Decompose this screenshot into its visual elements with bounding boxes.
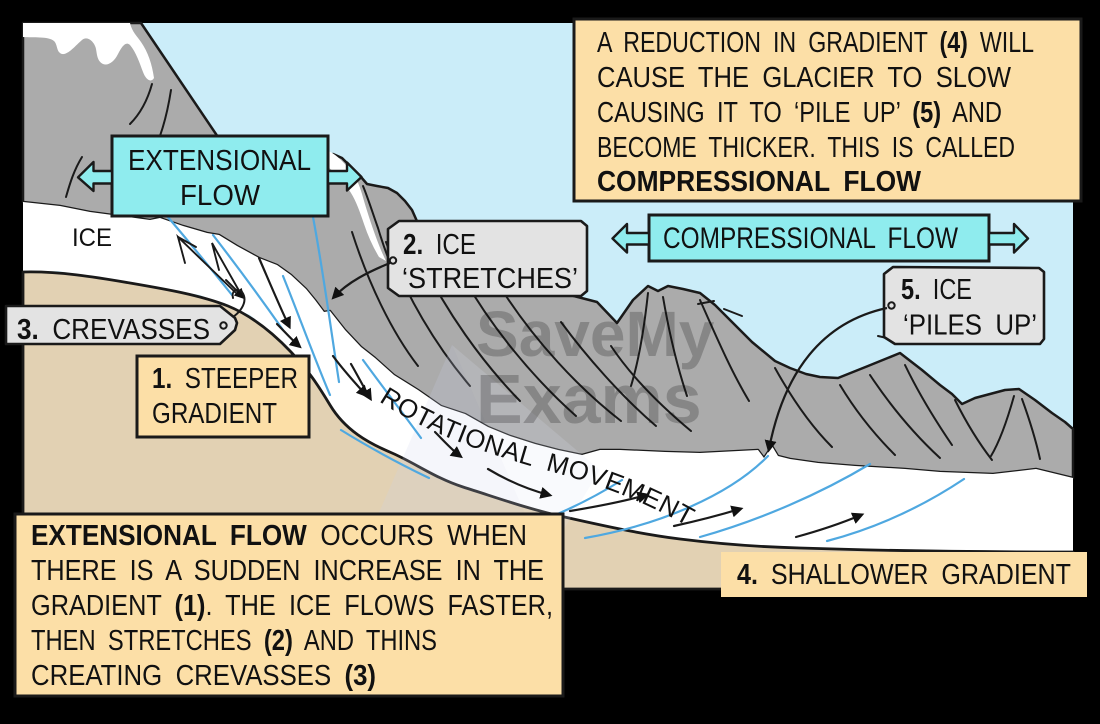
svg-text:EXTENSIONAL FLOW OCCURS WHEN: EXTENSIONAL FLOW OCCURS WHEN: [31, 520, 527, 552]
svg-text:THEN STRETCHES (2) AND THINS: THEN STRETCHES (2) AND THINS: [31, 625, 437, 657]
svg-text:‘PILES UP’: ‘PILES UP’: [903, 310, 1037, 342]
svg-text:1. STEEPER: 1. STEEPER: [152, 363, 298, 395]
svg-text:GRADIENT (1). THE ICE FLOWS FA: GRADIENT (1). THE ICE FLOWS FASTER,: [31, 590, 553, 622]
svg-text:CAUSE THE GLACIER TO SLOW: CAUSE THE GLACIER TO SLOW: [597, 62, 1012, 94]
svg-text:CREATING CREVASSES (3): CREATING CREVASSES (3): [31, 660, 376, 692]
svg-text:Exams: Exams: [476, 360, 702, 438]
svg-text:2. ICE: 2. ICE: [403, 229, 476, 261]
svg-text:‘STRETCHES’: ‘STRETCHES’: [402, 263, 578, 295]
svg-text:A REDUCTION IN GRADIENT (4) WI: A REDUCTION IN GRADIENT (4) WILL: [597, 27, 1034, 59]
svg-text:EXTENSIONAL: EXTENSIONAL: [128, 145, 311, 177]
svg-text:ICE: ICE: [72, 224, 112, 252]
svg-text:4. SHALLOWER GRADIENT: 4. SHALLOWER GRADIENT: [737, 559, 1071, 591]
svg-text:THERE IS A SUDDEN INCREASE IN: THERE IS A SUDDEN INCREASE IN THE: [31, 555, 544, 587]
svg-text:FLOW: FLOW: [180, 180, 261, 212]
svg-text:COMPRESSIONAL FLOW: COMPRESSIONAL FLOW: [663, 222, 959, 255]
svg-text:BECOME THICKER. THIS IS CALLED: BECOME THICKER. THIS IS CALLED: [597, 132, 1015, 164]
svg-text:GRADIENT: GRADIENT: [152, 398, 277, 430]
svg-text:COMPRESSIONAL FLOW: COMPRESSIONAL FLOW: [597, 166, 922, 198]
svg-text:CAUSING IT TO ‘PILE UP’ (5) AN: CAUSING IT TO ‘PILE UP’ (5) AND: [597, 97, 1002, 129]
svg-text:5. ICE: 5. ICE: [901, 274, 972, 306]
svg-text:3. CREVASSES: 3. CREVASSES: [17, 314, 210, 346]
svg-text:SaveMy: SaveMy: [476, 298, 715, 370]
